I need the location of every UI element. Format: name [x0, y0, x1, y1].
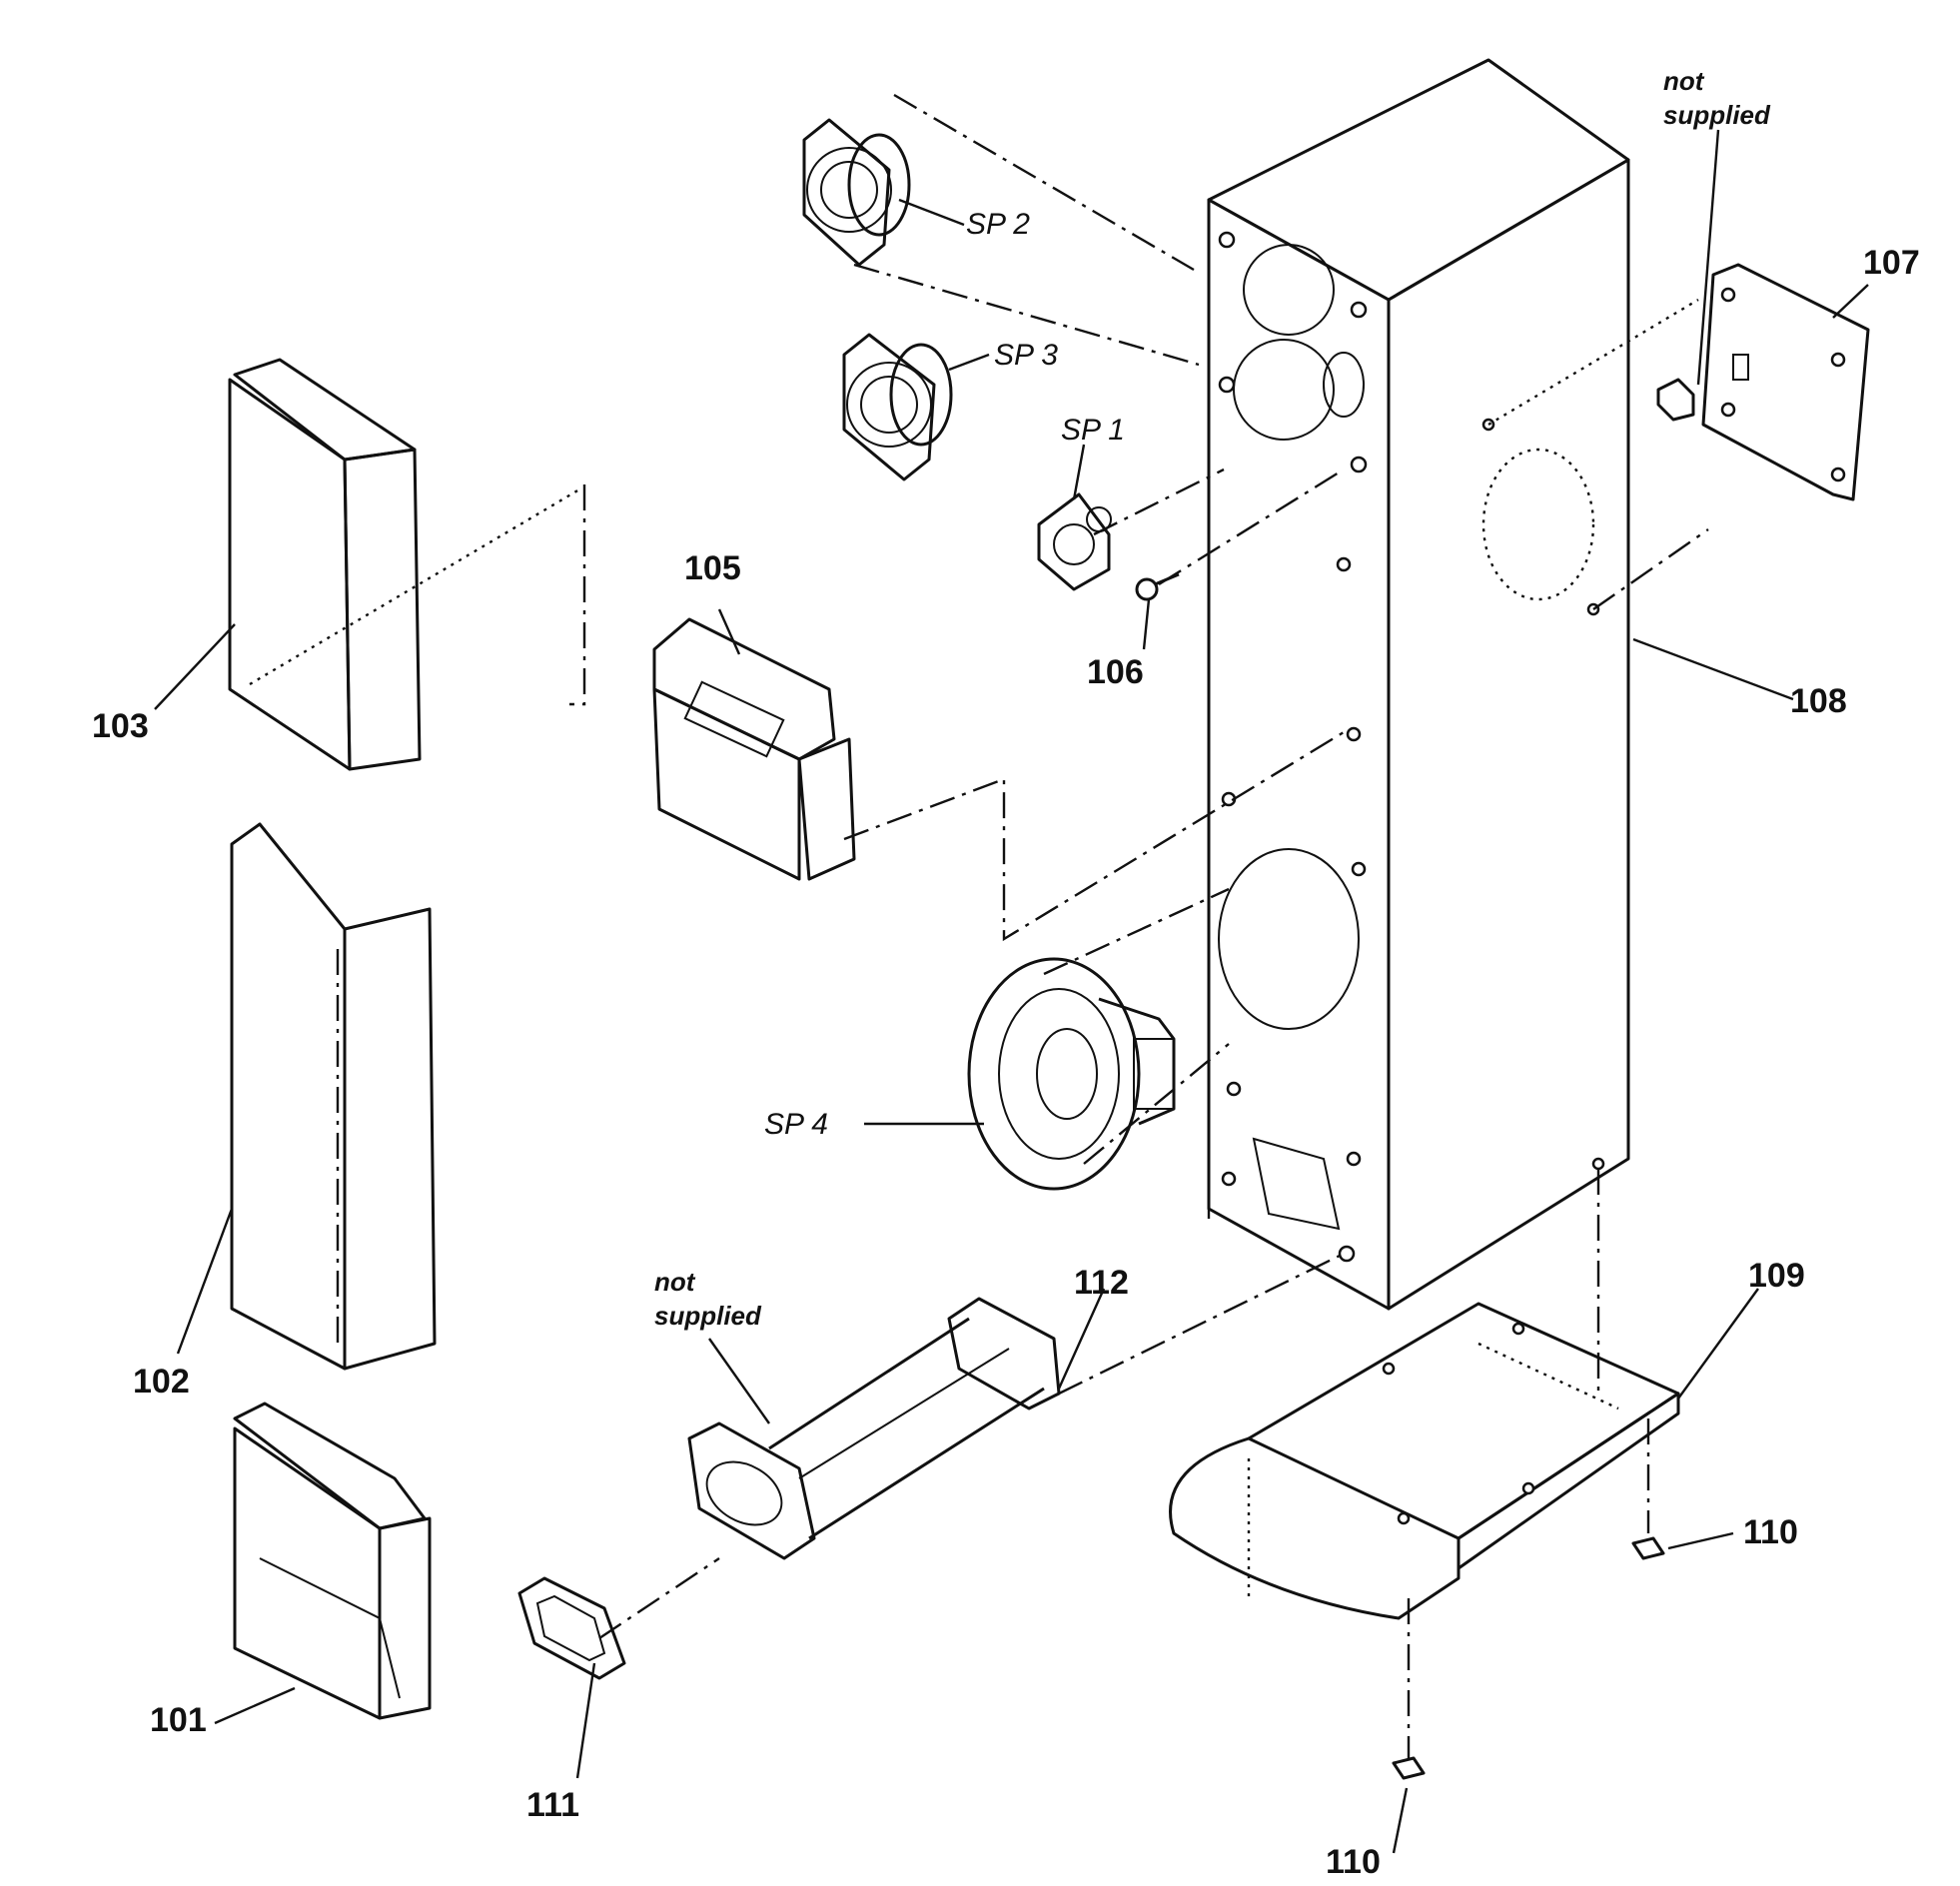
note-bottom-line2: supplied — [654, 1301, 762, 1331]
note-top-line1: not — [1663, 66, 1705, 96]
label-sp2: SP 2 — [966, 208, 1030, 241]
part-105 — [652, 617, 856, 881]
label-102: 102 — [133, 1363, 190, 1401]
part-106-screw — [1135, 572, 1180, 601]
label-108: 108 — [1790, 682, 1847, 720]
label-112: 112 — [1074, 1264, 1129, 1302]
note-top-line2: supplied — [1663, 100, 1771, 130]
label-110-bottom: 110 — [1326, 1843, 1381, 1881]
label-sp1: SP 1 — [1061, 414, 1125, 447]
speaker-sp3 — [842, 333, 953, 481]
part-103 — [228, 358, 422, 771]
notes: not supplied not supplied — [654, 66, 1771, 1331]
label-sp3: SP 3 — [994, 339, 1058, 372]
assembly-lines — [249, 93, 1709, 1758]
part-101 — [233, 1402, 432, 1720]
label-110-right: 110 — [1743, 1513, 1798, 1551]
label-109: 109 — [1748, 1257, 1805, 1295]
part-102 — [230, 822, 437, 1371]
label-103: 103 — [92, 707, 149, 745]
speaker-sp1 — [1037, 492, 1112, 591]
cabinet-108 — [1207, 58, 1630, 1311]
speaker-labels: SP 2 SP 3 SP 1 SP 4 — [764, 208, 1125, 1141]
speaker-sp2 — [802, 118, 911, 267]
part-112 — [687, 1297, 1061, 1560]
speaker-sp4 — [967, 957, 1176, 1191]
part-111 — [517, 1576, 626, 1680]
note-bottom-line1: not — [654, 1267, 696, 1297]
label-107: 107 — [1863, 244, 1920, 282]
label-106: 106 — [1087, 653, 1144, 691]
label-sp4: SP 4 — [764, 1108, 828, 1141]
label-111: 111 — [526, 1786, 579, 1824]
part-number-labels: 103 102 101 105 106 107 108 109 110 110 … — [92, 244, 1920, 1881]
part-110-feet — [1392, 1536, 1665, 1780]
part-109 — [1169, 1302, 1680, 1620]
part-107 — [1656, 263, 1870, 501]
label-101: 101 — [150, 1701, 207, 1739]
leader-lines — [154, 129, 1869, 1854]
label-105: 105 — [684, 549, 741, 587]
